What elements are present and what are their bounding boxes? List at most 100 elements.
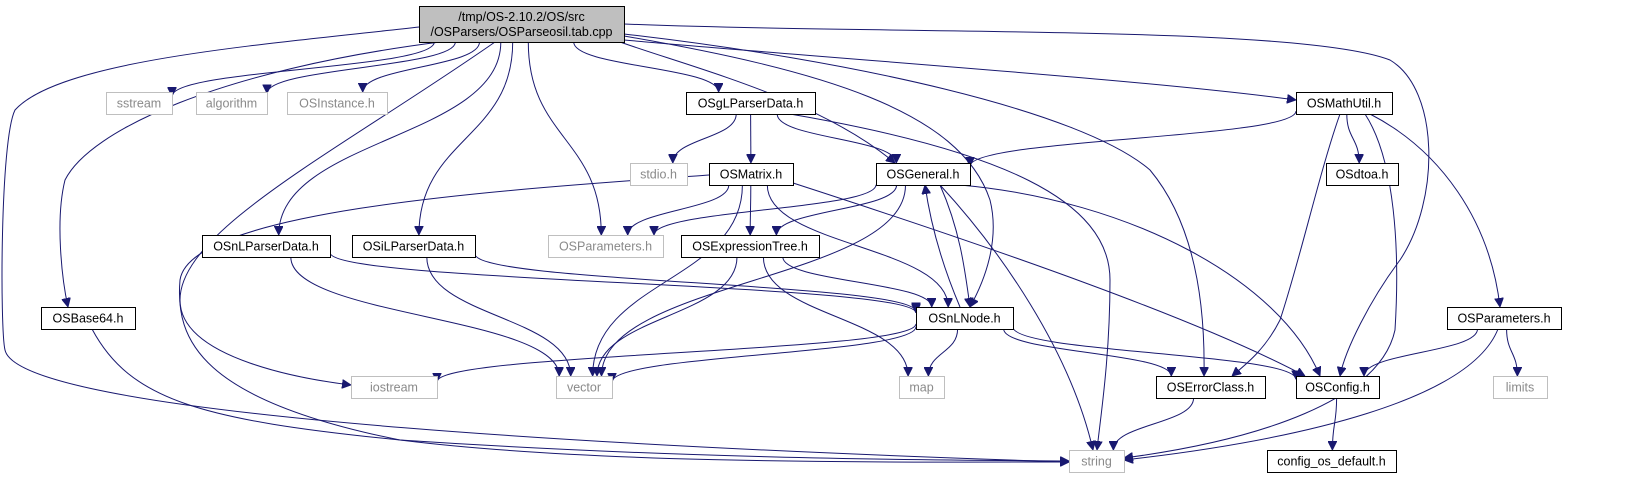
node-sstream[interactable]: sstream bbox=[106, 92, 173, 115]
node-stdio[interactable]: stdio.h bbox=[630, 163, 688, 186]
node-box bbox=[287, 92, 388, 115]
node-osmathutil[interactable]: OSMathUtil.h bbox=[1296, 92, 1393, 115]
node-config-os-default[interactable]: config_os_default.h bbox=[1267, 450, 1397, 473]
node-box bbox=[916, 307, 1014, 330]
node-osparameters-sys[interactable]: OSParameters.h bbox=[548, 235, 664, 258]
node-label: config_os_default.h bbox=[1277, 455, 1385, 469]
edge-root-to-osconfig bbox=[623, 23, 1430, 376]
node-string[interactable]: string bbox=[1069, 450, 1125, 473]
node-osinstance[interactable]: OSInstance.h bbox=[287, 92, 388, 115]
edge-osnlnode-to-iostream bbox=[437, 323, 917, 383]
node-box bbox=[686, 92, 816, 115]
edge-osnlnode-to-map bbox=[928, 328, 959, 376]
node-label: OSMatrix.h bbox=[720, 168, 783, 182]
node-map[interactable]: map bbox=[899, 376, 945, 399]
node-vector[interactable]: vector bbox=[556, 376, 613, 399]
node-root[interactable]: /tmp/OS-2.10.2/OS/src/OSParsers/OSParseo… bbox=[419, 6, 625, 43]
node-label: OSnLNode.h bbox=[928, 312, 1000, 326]
node-limits[interactable]: limits bbox=[1493, 376, 1548, 399]
edge-osgeneral-to-osconfig bbox=[959, 184, 1320, 376]
edge-osexpressiontree-to-vector bbox=[597, 256, 738, 376]
edge-root-to-algorithm bbox=[267, 41, 456, 94]
node-label: OSMathUtil.h bbox=[1307, 97, 1381, 111]
edge-osmathutil-to-osgeneral bbox=[970, 110, 1297, 167]
edge-osmathutil-to-osparameters bbox=[1369, 113, 1500, 307]
edge-osgeneral-to-osnlnode bbox=[939, 184, 970, 307]
node-box bbox=[709, 163, 794, 186]
node-box bbox=[351, 376, 438, 399]
edge-osnlparserdata-to-vector bbox=[290, 256, 559, 376]
edge-root-to-osinstance bbox=[363, 41, 480, 93]
node-box bbox=[630, 163, 688, 186]
node-box bbox=[352, 235, 476, 258]
node-algorithm[interactable]: algorithm bbox=[196, 92, 268, 115]
node-box bbox=[1267, 450, 1397, 473]
node-box bbox=[1296, 92, 1393, 115]
node-label: OSBase64.h bbox=[53, 312, 124, 326]
node-box bbox=[899, 376, 945, 399]
node-box bbox=[876, 163, 971, 186]
edge-root-to-oserrorclass bbox=[623, 33, 1204, 376]
node-osbase64[interactable]: OSBase64.h bbox=[41, 307, 136, 330]
node-osnlparserdata[interactable]: OSnLParserData.h bbox=[202, 235, 331, 258]
node-label: OSnLParserData.h bbox=[213, 240, 319, 254]
node-osmatrix[interactable]: OSMatrix.h bbox=[709, 163, 794, 186]
node-label: OSdtoa.h bbox=[1336, 168, 1389, 182]
edge-osgeneral-to-vector bbox=[602, 184, 906, 376]
node-box bbox=[41, 307, 136, 330]
edge-osnlparserdata-to-osnlnode bbox=[329, 252, 916, 314]
node-label: algorithm bbox=[206, 97, 257, 111]
edge-root-to-osgeneral bbox=[619, 41, 895, 163]
node-box bbox=[1493, 376, 1548, 399]
node-label: OSConfig.h bbox=[1305, 381, 1370, 395]
node-label: sstream bbox=[117, 97, 161, 111]
node-label: /OSParsers/OSParseosil.tab.cpp bbox=[430, 25, 612, 39]
node-box bbox=[1069, 450, 1125, 473]
node-label: OSInstance.h bbox=[299, 97, 375, 111]
edge-layer bbox=[1, 23, 1518, 462]
edge-osgeneral-to-osparameters_sys bbox=[654, 184, 877, 236]
node-label: OSErrorClass.h bbox=[1167, 381, 1255, 395]
node-osexpressiontree[interactable]: OSExpressionTree.h bbox=[681, 235, 820, 258]
node-label: iostream bbox=[370, 381, 418, 395]
node-box bbox=[1156, 376, 1266, 399]
edge-osilparserdata-to-osnlnode bbox=[474, 253, 916, 312]
node-label: OSParameters.h bbox=[1457, 312, 1550, 326]
node-osilparserdata[interactable]: OSiLParserData.h bbox=[352, 235, 476, 258]
node-osparameters[interactable]: OSParameters.h bbox=[1447, 307, 1562, 330]
node-osdtoa[interactable]: OSdtoa.h bbox=[1326, 163, 1399, 186]
edge-osnlnode-to-osgeneral bbox=[925, 185, 961, 308]
node-box bbox=[106, 92, 173, 115]
edge-osnlnode-to-osconfig bbox=[1012, 326, 1296, 380]
edge-osmathutil-to-oserrorclass bbox=[1232, 113, 1341, 376]
node-box bbox=[196, 92, 268, 115]
edge-root-to-osnlparserdata bbox=[279, 41, 502, 235]
edge-root-to-string bbox=[1, 26, 1069, 462]
node-label: stdio.h bbox=[640, 168, 677, 182]
edge-osparameters-to-osconfig bbox=[1364, 328, 1478, 377]
node-oserrorclass[interactable]: OSErrorClass.h bbox=[1156, 376, 1266, 399]
edge-root-to-osparameters_sys bbox=[527, 41, 601, 235]
node-osconfig[interactable]: OSConfig.h bbox=[1296, 376, 1380, 399]
node-osnlnode[interactable]: OSnLNode.h bbox=[916, 307, 1014, 330]
node-osgeneral[interactable]: OSGeneral.h bbox=[876, 163, 971, 186]
node-iostream[interactable]: iostream bbox=[351, 376, 438, 399]
node-label: string bbox=[1081, 455, 1112, 469]
edge-osmathutil-to-osdtoa bbox=[1346, 113, 1359, 163]
node-osglparserdata[interactable]: OSgLParserData.h bbox=[686, 92, 816, 115]
node-label: map bbox=[909, 381, 933, 395]
node-label: OSParameters.h bbox=[559, 240, 652, 254]
node-label: OSExpressionTree.h bbox=[692, 240, 808, 254]
edge-osmatrix-to-osparameters_sys bbox=[628, 184, 730, 236]
edge-osglparserdata-to-stdio bbox=[673, 113, 737, 164]
edge-root-to-osilparserdata bbox=[419, 41, 514, 235]
edge-root-to-sstream bbox=[172, 41, 435, 97]
edge-osbase64-to-string bbox=[91, 328, 1069, 461]
edge-osnlnode-to-vector bbox=[612, 326, 917, 383]
edge-root-to-osbase64 bbox=[59, 41, 441, 307]
edge-osparameters-to-limits bbox=[1506, 328, 1518, 376]
edge-osconfig-to-config_os_default bbox=[1332, 397, 1338, 450]
node-label: limits bbox=[1506, 381, 1534, 395]
node-box bbox=[1326, 163, 1399, 186]
